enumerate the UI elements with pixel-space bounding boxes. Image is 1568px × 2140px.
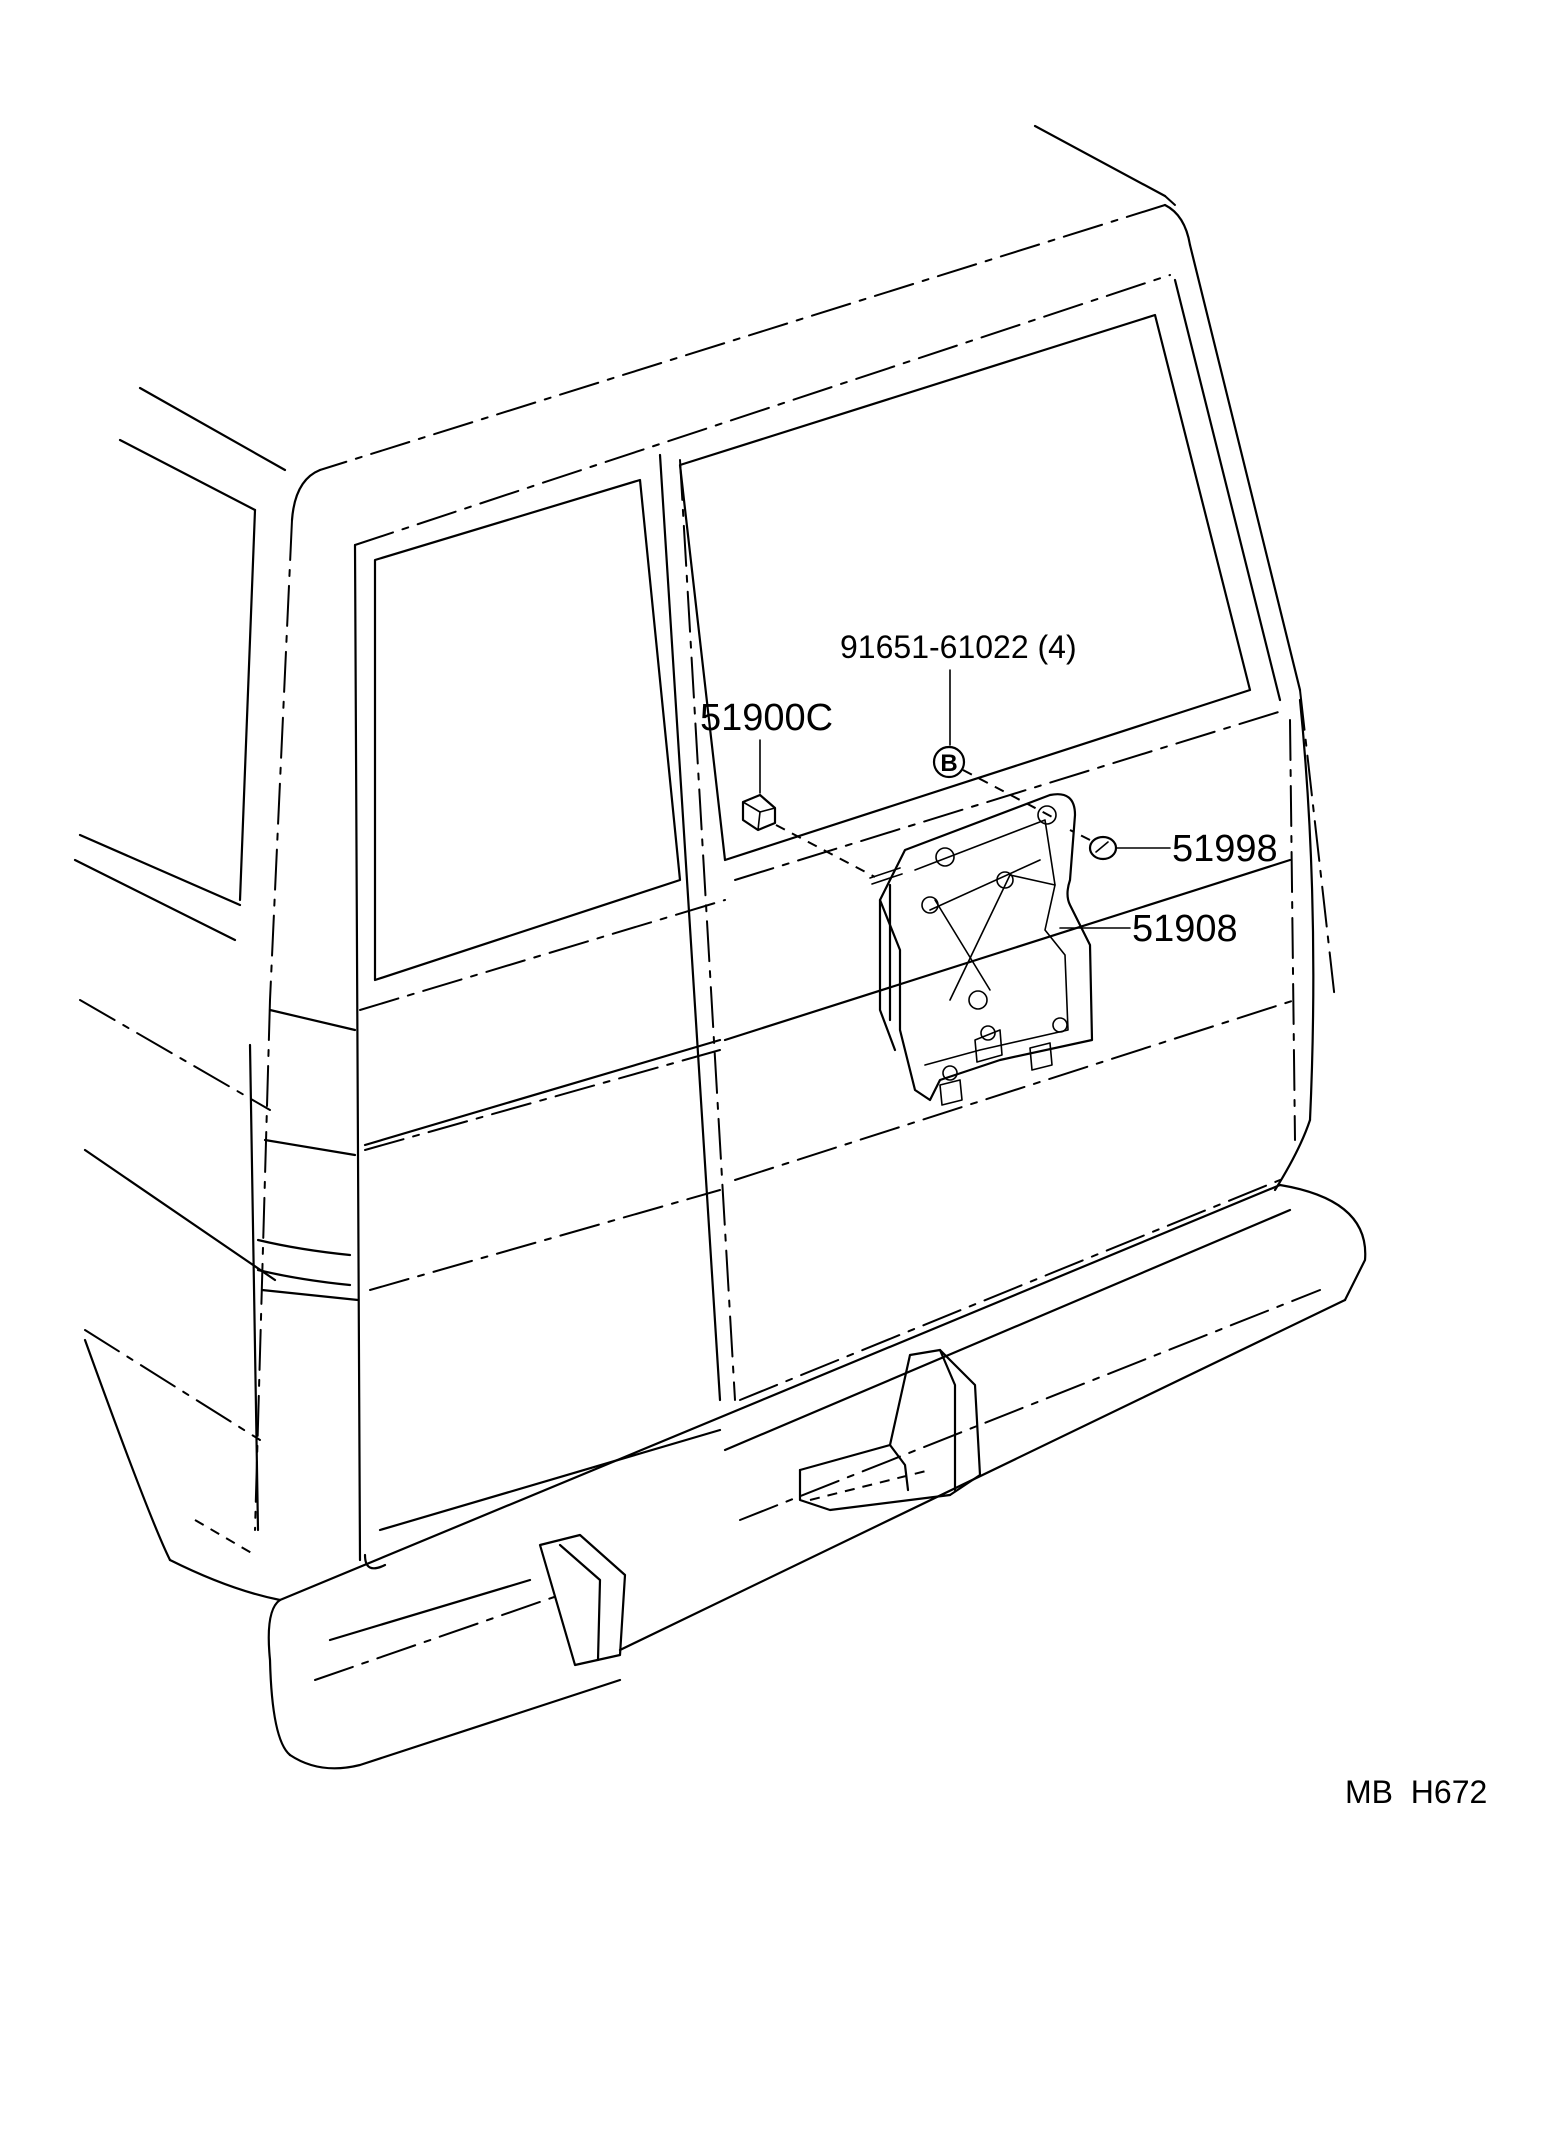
- carrier-bracket: [869, 793, 1094, 1106]
- leader-lines: [759, 669, 1171, 929]
- bolt-marker-letter: B: [940, 750, 957, 777]
- cap-part-number: 51900C: [700, 697, 833, 739]
- bolt-marker: B: [932, 745, 966, 779]
- cover-part-number: 51998: [1172, 828, 1278, 870]
- cover-part: [1088, 835, 1118, 861]
- bracket-part-number: 51908: [1132, 908, 1238, 950]
- vehicle-body-outline: [73, 124, 1336, 1602]
- diagram-code: MB H672: [1345, 1774, 1487, 1810]
- bolt-part-number: 91651-61022 (4): [840, 629, 1077, 665]
- cap-part: [741, 793, 777, 832]
- rear-bumper: [267, 1183, 1367, 1770]
